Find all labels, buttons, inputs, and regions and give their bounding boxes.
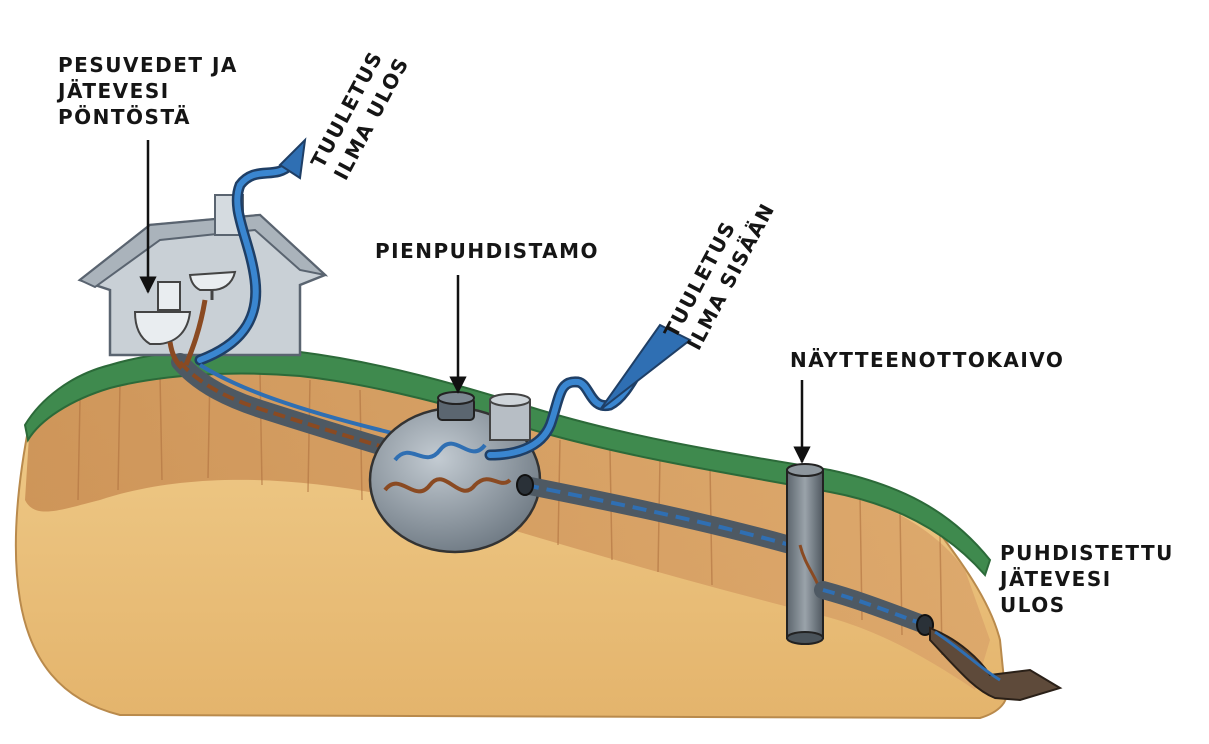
label-wastewater-line-1: PESUVEDET JA [58,52,238,78]
label-treatment-plant: PIENPUHDISTAMO [375,238,599,264]
label-treated-line-3: ULOS [1000,592,1174,618]
label-wastewater-line-3: PÖNTÖSTÄ [58,104,238,130]
label-wastewater-line-2: JÄTEVESI [58,78,238,104]
label-treated-outflow: PUHDISTETTU JÄTEVESI ULOS [1000,540,1174,618]
label-sampling-well: NÄYTTEENOTTOKAIVO [790,347,1064,373]
label-wastewater-source: PESUVEDET JA JÄTEVESI PÖNTÖSTÄ [58,52,238,130]
label-treated-line-1: PUHDISTETTU [1000,540,1174,566]
sampling-well [787,464,823,644]
label-treated-line-2: JÄTEVESI [1000,566,1174,592]
